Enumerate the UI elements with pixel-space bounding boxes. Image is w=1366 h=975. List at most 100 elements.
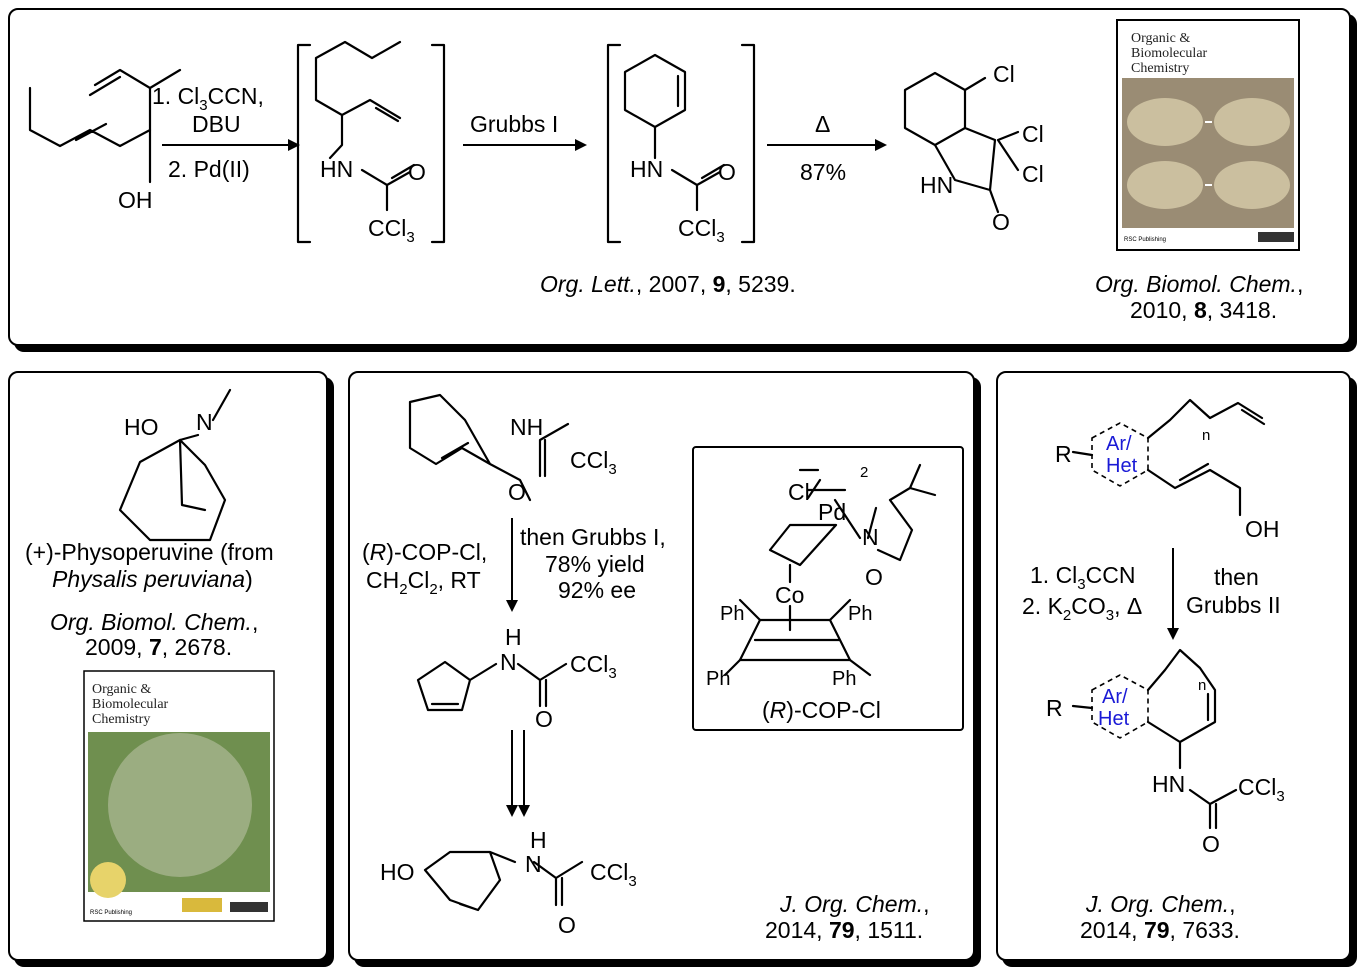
intermediate-1: [314, 40, 416, 212]
product-cl-3: Cl: [1022, 161, 1044, 187]
cat-cl: Cl: [788, 479, 810, 505]
svg-text:Biomolecular: Biomolecular: [1131, 46, 1208, 61]
intermediate-2: [623, 53, 726, 212]
journal-cover-2009: [83, 670, 275, 922]
cyclopentenyl-amide: [416, 660, 568, 712]
citation-obc-2010: Org. Biomol. Chem.,: [1095, 271, 1303, 297]
amide-o-1: O: [535, 706, 553, 732]
svg-text:2014, 79, 7633.: 2014, 79, 7633.: [1080, 917, 1240, 943]
svg-text:RSC Publishing: RSC Publishing: [90, 910, 132, 916]
svg-text:CCl3: CCl3: [570, 651, 617, 682]
svg-text:CCl3: CCl3: [678, 215, 725, 246]
cat-co: Co: [775, 582, 804, 608]
amide-n-2: N: [525, 851, 542, 877]
starting-dienol: [28, 68, 182, 184]
ccl3-label: CCl: [368, 215, 406, 241]
amide-o-2: O: [558, 912, 576, 938]
heat-label: Δ: [815, 111, 830, 137]
r-group-2: R: [1046, 695, 1063, 721]
aryl-panel: [996, 371, 1351, 961]
citation-org-lett: Org. Lett., 2007, 9, 5239.: [540, 271, 796, 297]
imidate-substrate: [408, 393, 570, 502]
cop-cl-catalyst: [723, 463, 937, 677]
svg-text:2014, 79, 1511.: 2014, 79, 1511.: [765, 917, 923, 943]
journal-cover-2010: [1116, 19, 1300, 251]
svg-text:Organic &: Organic &: [92, 682, 151, 697]
hydroxy-cyclopentenyl-amide: [423, 850, 584, 912]
svg-text:Chemistry: Chemistry: [1131, 61, 1189, 76]
svg-text:CCl3: CCl3: [368, 215, 415, 246]
imidate-o: O: [508, 479, 526, 505]
product-hn-right: HN: [1152, 771, 1185, 797]
cat-dimer: 2: [860, 464, 868, 481]
yield-label: 87%: [800, 159, 846, 185]
lactam-product: [903, 71, 1020, 214]
reagent-pd: 2. Pd(II): [168, 156, 250, 182]
then-grubbs-i: then Grubbs I,: [520, 524, 666, 550]
cat-o: O: [865, 564, 883, 590]
svg-text:1. Cl3CCN: 1. Cl3CCN: [1030, 562, 1135, 593]
cop-cl-name: (R)-COP-Cl: [762, 697, 881, 723]
svg-text:Chemistry: Chemistry: [92, 712, 150, 727]
svg-text:CCl3: CCl3: [570, 447, 617, 478]
amide-n-1: N: [500, 649, 517, 675]
svg-text:CCl3: CCl3: [590, 859, 637, 890]
citation-joc-1511: J. Org. Chem.,: [779, 891, 930, 917]
product-o-right: O: [1202, 831, 1220, 857]
product-cl-2: Cl: [1022, 121, 1044, 147]
reagent-1: 1. Cl: [152, 83, 199, 109]
ph-2: Ph: [848, 603, 872, 625]
ph-4: Ph: [832, 668, 856, 690]
svg-text:2009, 7, 2678.: 2009, 7, 2678.: [85, 634, 232, 660]
grubbs-ii-label: Grubbs II: [1186, 592, 1281, 618]
carbonyl-o: O: [408, 159, 426, 185]
amide-nh-2: HN: [630, 156, 663, 182]
svg-text:Organic &: Organic &: [1131, 31, 1190, 46]
amide-h-1: H: [505, 624, 522, 650]
physo-n: N: [196, 409, 213, 435]
product-o: O: [992, 209, 1010, 235]
svg-text:CCl3: CCl3: [1238, 774, 1285, 805]
amide-h-2: H: [530, 827, 547, 853]
cat-pd: Pd: [818, 499, 846, 525]
physo-ho: HO: [124, 414, 159, 440]
svg-text:(R)-COP-Cl,: (R)-COP-Cl,: [362, 539, 487, 565]
yield-78: 78% yield: [545, 551, 645, 577]
bracket-2: [606, 43, 756, 244]
then-label: then: [1214, 564, 1259, 590]
svg-text:1. Cl3CCN,: 1. Cl3CCN,: [152, 83, 264, 114]
het-label-1: Het: [1106, 455, 1138, 477]
reagent-dbu: DBU: [192, 111, 241, 137]
svg-text:2010, 8, 3418.: 2010, 8, 3418.: [1130, 297, 1277, 323]
r-group-1: R: [1055, 441, 1072, 467]
ph-1: Ph: [720, 603, 744, 625]
citation-obc-2009: Org. Biomol. Chem.,: [50, 609, 258, 635]
ar-label-2: Ar/: [1102, 686, 1128, 708]
carbonyl-o-2: O: [718, 159, 736, 185]
svg-text:2. K2CO3, Δ: 2. K2CO3, Δ: [1022, 593, 1142, 624]
bracket-1: [296, 43, 446, 244]
svg-text:Physalis peruviana): Physalis peruviana): [52, 566, 253, 592]
product-hn: HN: [920, 172, 953, 198]
ho-label: HO: [380, 859, 415, 885]
ar-label-1: Ar/: [1106, 433, 1132, 455]
aryl-product: [1071, 648, 1238, 830]
ph-3: Ph: [706, 668, 730, 690]
svg-text:CH2Cl2, RT: CH2Cl2, RT: [366, 567, 481, 598]
physoperuvine-name: (+)-Physoperuvine (from: [25, 539, 274, 565]
svg-text:RSC Publishing: RSC Publishing: [1124, 237, 1166, 243]
n-subscript-1: n: [1202, 427, 1210, 444]
ee-92: 92% ee: [558, 577, 636, 603]
hydroxyl-label: OH: [118, 187, 153, 213]
reagent-1-end: CCN,: [208, 83, 264, 109]
oh-label: OH: [1245, 516, 1280, 542]
grubbs-label: Grubbs I: [470, 111, 558, 137]
n-subscript-2: n: [1198, 677, 1206, 694]
physalis-name: Physalis peruviana: [52, 566, 245, 592]
het-label-2: Het: [1098, 708, 1130, 730]
aryl-substrate: [1071, 398, 1266, 517]
reagent-1-sub: 3: [199, 97, 207, 114]
physoperuvine-structure: [118, 388, 232, 542]
